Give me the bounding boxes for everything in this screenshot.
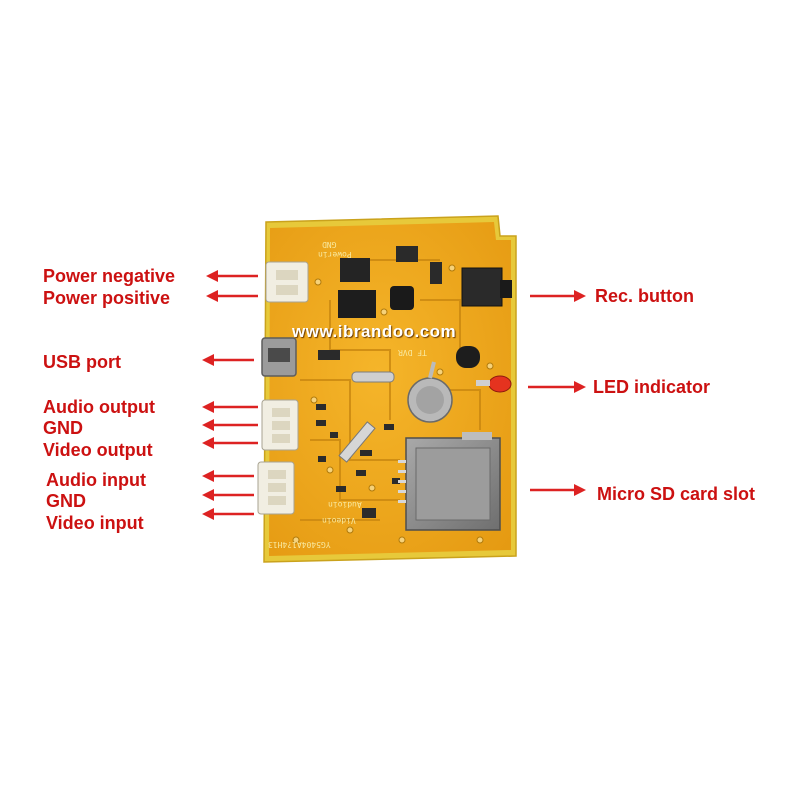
crystal (351, 371, 395, 383)
arrow-audio-output (202, 401, 258, 413)
arrow-gnd-input (202, 489, 254, 501)
arrow-led-indicator (528, 381, 586, 393)
silk-video: Videoin (322, 516, 356, 525)
label-gnd-output: GND (43, 418, 83, 438)
label-usb-port: USB port (43, 352, 121, 372)
rec-button-switch (461, 267, 503, 307)
label-video-output: Video output (43, 440, 153, 460)
label-video-input: Video input (46, 513, 144, 533)
label-audio-output: Audio output (43, 397, 155, 417)
arrow-micro-sd (530, 484, 586, 496)
inductor (390, 286, 414, 310)
watermark: www.ibrandoo.com (292, 322, 457, 341)
arrow-power-negative (206, 270, 258, 282)
power-connector (265, 261, 309, 303)
label-audio-input: Audio input (46, 470, 146, 490)
silk-gnd: GND (322, 240, 337, 249)
silk-power: Powerin (318, 250, 352, 259)
label-led-indicator: LED indicator (593, 377, 711, 397)
label-rec-button: Rec. button (595, 286, 694, 306)
arrow-video-output (202, 437, 258, 449)
arrow-rec-button (530, 290, 586, 302)
components (257, 246, 512, 531)
arrow-usb-port (202, 354, 254, 366)
arrows (202, 270, 586, 520)
silk-code: YG5404A1?4H13 (268, 540, 331, 549)
smd-parts (316, 404, 400, 518)
arrow-video-input (202, 508, 254, 520)
arrow-gnd-output (202, 419, 258, 431)
power-ic-2 (340, 258, 370, 282)
pcb-vias (292, 264, 494, 544)
led (488, 375, 512, 393)
label-power-positive: Power positive (43, 288, 171, 308)
pcb-traces (300, 259, 481, 521)
arrow-audio-input (202, 470, 254, 482)
silk-dvr: TF DVR (398, 348, 427, 357)
label-power-negative: Power negative (43, 266, 176, 286)
label-micro-sd-slot: Micro SD card slot (597, 484, 756, 504)
arrow-power-positive (206, 290, 258, 302)
micro-sd-slot (398, 432, 501, 531)
silk-audio: Audioin (328, 500, 362, 509)
label-gnd-input: GND (46, 491, 86, 511)
power-ic (338, 290, 376, 318)
